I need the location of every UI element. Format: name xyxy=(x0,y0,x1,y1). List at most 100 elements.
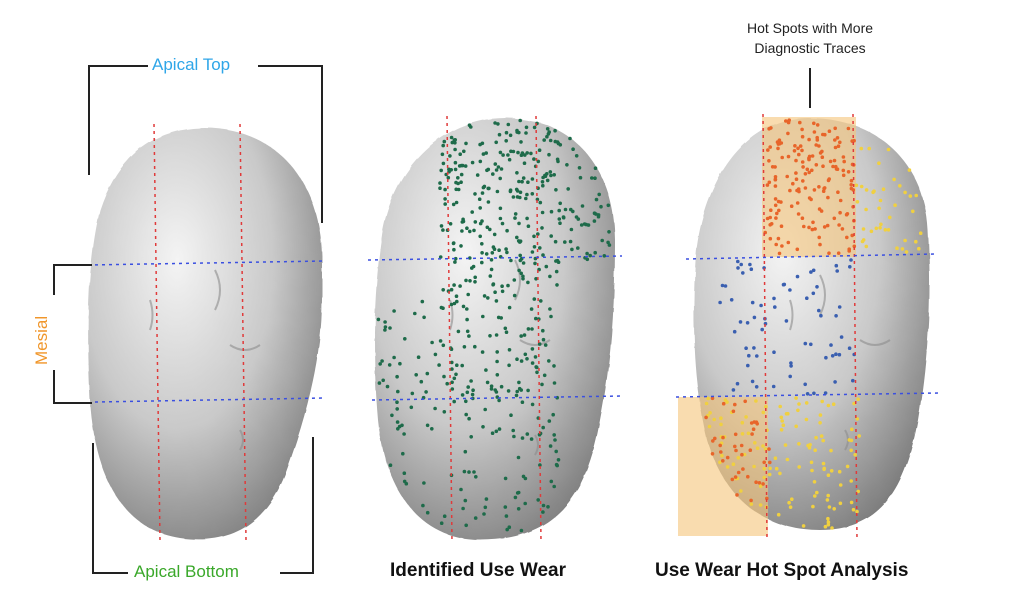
use-wear-dot xyxy=(592,219,597,223)
hot-spot-dot xyxy=(832,158,837,163)
use-wear-dot xyxy=(552,433,556,437)
tooth-3-grid-v2 xyxy=(852,113,858,541)
use-wear-dot xyxy=(441,228,445,232)
use-wear-dot xyxy=(545,134,549,139)
use-wear-dot xyxy=(458,284,462,288)
hot-spot-dot xyxy=(784,319,789,323)
hot-spot-dot xyxy=(746,474,750,479)
use-wear-dot xyxy=(537,148,542,152)
use-wear-dot xyxy=(505,250,509,255)
use-wear-dot xyxy=(520,436,525,440)
use-wear-dot xyxy=(466,385,471,389)
use-wear-dot xyxy=(439,168,444,173)
hot-spot-dot xyxy=(836,144,841,148)
use-wear-dot xyxy=(525,151,529,155)
use-wear-dot xyxy=(538,200,543,205)
use-wear-dot xyxy=(499,167,504,171)
hot-spot-dot xyxy=(826,522,831,527)
hot-spot-dot xyxy=(821,189,826,193)
hot-spot-dot xyxy=(779,200,783,204)
hot-spot-dot xyxy=(736,259,740,264)
use-wear-dot xyxy=(552,484,556,489)
hot-spot-dot xyxy=(846,126,851,131)
hot-spot-dot xyxy=(773,197,778,201)
hot-spot-dot xyxy=(888,215,892,220)
hot-spot-dot xyxy=(740,432,745,436)
hot-spot-dot xyxy=(721,435,725,440)
hot-spot-dot xyxy=(795,247,800,252)
use-wear-dot xyxy=(495,359,499,364)
use-wear-dot xyxy=(460,393,465,397)
use-wear-dot xyxy=(425,510,430,515)
hot-spot-dot xyxy=(752,420,757,424)
hot-spot-dot xyxy=(755,446,760,451)
use-wear-dot xyxy=(513,212,518,216)
use-wear-dot xyxy=(413,311,417,316)
use-wear-dot xyxy=(493,121,497,125)
use-wear-dot xyxy=(486,200,491,204)
use-wear-dot xyxy=(378,362,383,366)
use-wear-dot xyxy=(515,195,520,199)
hot-spot-dot xyxy=(817,144,821,148)
use-wear-dot xyxy=(548,170,553,174)
use-wear-dot xyxy=(460,363,465,368)
use-wear-dot xyxy=(461,217,465,222)
hot-spot-dot xyxy=(749,502,754,506)
use-wear-dot xyxy=(509,258,513,263)
use-wear-dot xyxy=(452,283,456,287)
use-wear-dot xyxy=(529,307,534,311)
hot-spot-dot xyxy=(879,222,883,227)
use-wear-dot xyxy=(395,400,399,405)
use-wear-dot xyxy=(503,505,508,509)
hot-spot-dot xyxy=(740,452,744,457)
hot-spot-dot xyxy=(805,167,810,172)
use-wear-dot xyxy=(495,350,500,354)
use-wear-dot xyxy=(441,143,446,148)
hot-spot-dot xyxy=(833,145,838,150)
use-wear-dot xyxy=(557,208,561,213)
use-wear-dot xyxy=(460,229,464,233)
use-wear-dot xyxy=(518,253,522,258)
tooth-3-texture xyxy=(789,274,891,451)
use-wear-dot xyxy=(416,355,421,360)
use-wear-dot xyxy=(506,153,510,157)
use-wear-dot xyxy=(606,240,610,245)
use-wear-dot xyxy=(441,288,446,292)
use-wear-dot xyxy=(556,159,560,164)
hot-spot-dot xyxy=(736,470,741,475)
hot-spot-dot xyxy=(768,460,772,465)
use-wear-dot xyxy=(497,248,501,252)
use-wear-dot xyxy=(450,360,454,365)
hot-spot-dot xyxy=(874,226,879,231)
hot-spot-dot xyxy=(837,305,842,309)
hot-spot-dot xyxy=(814,163,819,167)
use-wear-dot xyxy=(600,238,604,243)
hot-spot-dot xyxy=(854,183,859,188)
use-wear-dot xyxy=(534,316,538,321)
use-wear-dot xyxy=(511,428,515,433)
use-wear-dot xyxy=(526,280,530,285)
hot-spot-dot xyxy=(835,269,839,273)
use-wear-dot xyxy=(438,339,443,343)
use-wear-dot xyxy=(395,374,399,379)
hot-spot-dot xyxy=(758,484,763,489)
use-wear-dot xyxy=(395,407,400,411)
use-wear-dot xyxy=(442,410,447,414)
use-wear-dot xyxy=(482,294,487,298)
hot-spot-dot xyxy=(801,524,806,528)
hot-spot-dot xyxy=(735,493,739,497)
use-wear-dot xyxy=(471,264,476,269)
use-wear-dot xyxy=(459,172,464,177)
tooth-1-shape xyxy=(88,128,322,540)
use-wear-dot xyxy=(504,247,508,251)
use-wear-dot xyxy=(491,172,495,176)
hot-spot-dot xyxy=(798,144,803,148)
use-wear-dot xyxy=(424,390,428,394)
use-wear-dot xyxy=(453,256,458,261)
use-wear-dot xyxy=(471,388,475,393)
use-wear-dot xyxy=(568,136,572,141)
use-wear-dot xyxy=(480,251,484,255)
hot-spot-dot xyxy=(748,262,752,267)
use-wear-dot xyxy=(554,259,558,263)
use-wear-dot xyxy=(454,294,459,299)
